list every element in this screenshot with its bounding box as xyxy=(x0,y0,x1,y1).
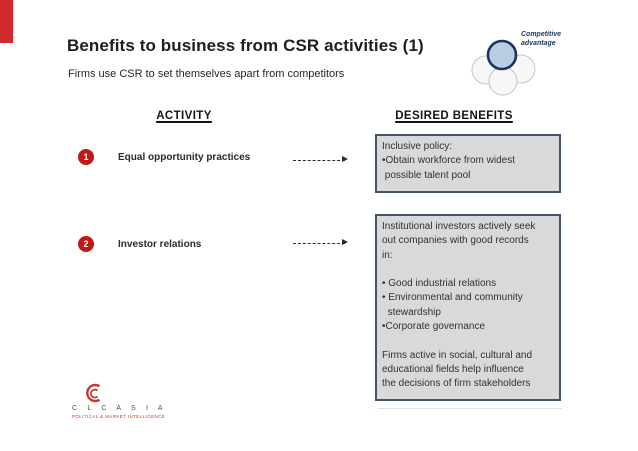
slide-subtitle: Firms use CSR to set themselves apart fr… xyxy=(68,68,345,80)
clc-logo-mark-icon xyxy=(86,383,101,403)
row1-benefit-box: Inclusive policy: •Obtain workforce from… xyxy=(375,134,561,193)
row1-number-badge: 1 xyxy=(78,149,94,165)
competitive-advantage-label: Competitive advantage xyxy=(521,31,562,47)
competitive-advantage-venn-icon xyxy=(471,39,536,96)
desired-benefits-column-header: DESIRED BENEFITS xyxy=(395,110,513,122)
slide-accent-bar xyxy=(0,0,13,43)
row2-activity-label: Investor relations xyxy=(118,239,202,250)
activity-column-header: ACTIVITY xyxy=(156,110,212,122)
row1-activity-label: Equal opportunity practices xyxy=(118,152,251,163)
box-reflection-line xyxy=(378,408,562,409)
row2-dashed-arrow-icon xyxy=(293,239,348,246)
row2-benefit-box: Institutional investors actively seek ou… xyxy=(375,214,561,401)
row1-arrowhead-icon xyxy=(342,156,348,163)
row2-number-badge: 2 xyxy=(78,236,94,252)
clc-asia-logo-tagline: POLITICAL & MARKET INTELLIGENCE xyxy=(72,414,166,419)
row1-dashed-arrow-icon xyxy=(293,156,348,163)
row2-arrowhead-icon xyxy=(342,239,348,246)
clc-asia-logo-text: C L C A S I A xyxy=(72,405,167,412)
slide-title: Benefits to business from CSR activities… xyxy=(67,36,424,55)
